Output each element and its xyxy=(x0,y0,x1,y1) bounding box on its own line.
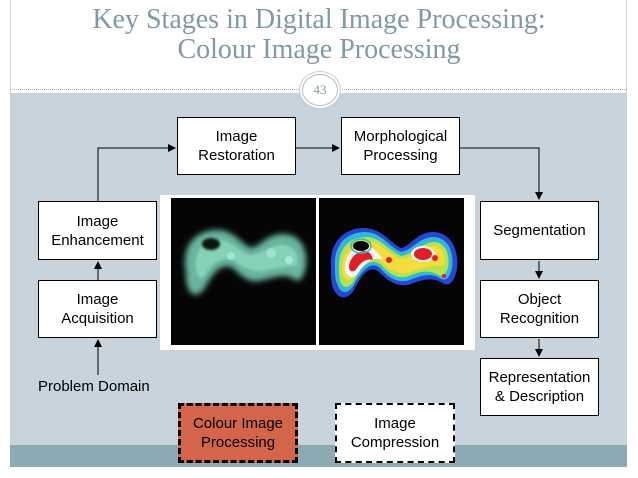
stage-image-restoration: Image Restoration xyxy=(177,117,296,175)
stage-image-compression: Image Compression xyxy=(335,403,455,463)
example-images xyxy=(160,195,475,350)
slide-title-line-1: Key Stages in Digital Image Processing: xyxy=(92,4,546,35)
stage-image-enhancement: Image Enhancement xyxy=(38,201,157,260)
problem-domain-label: Problem Domain xyxy=(38,378,150,395)
stage-colour-image-processing: Colour Image Processing xyxy=(178,403,298,463)
slide-title-line-2: Colour Image Processing xyxy=(177,34,461,65)
stage-object-recognition: Object Recognition xyxy=(480,280,599,338)
footer-band xyxy=(10,445,627,467)
false-colour-blob-image xyxy=(319,198,464,345)
stage-morphological-processing: Morphological Processing xyxy=(341,117,460,175)
stage-image-acquisition: Image Acquisition xyxy=(38,280,157,338)
page-number-badge: 43 xyxy=(302,74,338,106)
stage-representation-description: Representation & Description xyxy=(480,358,599,416)
frame-line-left xyxy=(10,0,11,93)
stage-segmentation: Segmentation xyxy=(480,201,599,260)
arrow-morphological-to-segmentation xyxy=(460,147,543,200)
arrow-enhancement-to-restoration xyxy=(97,144,176,201)
frame-line-right xyxy=(626,0,627,93)
grayscale-blob-image xyxy=(171,198,316,345)
